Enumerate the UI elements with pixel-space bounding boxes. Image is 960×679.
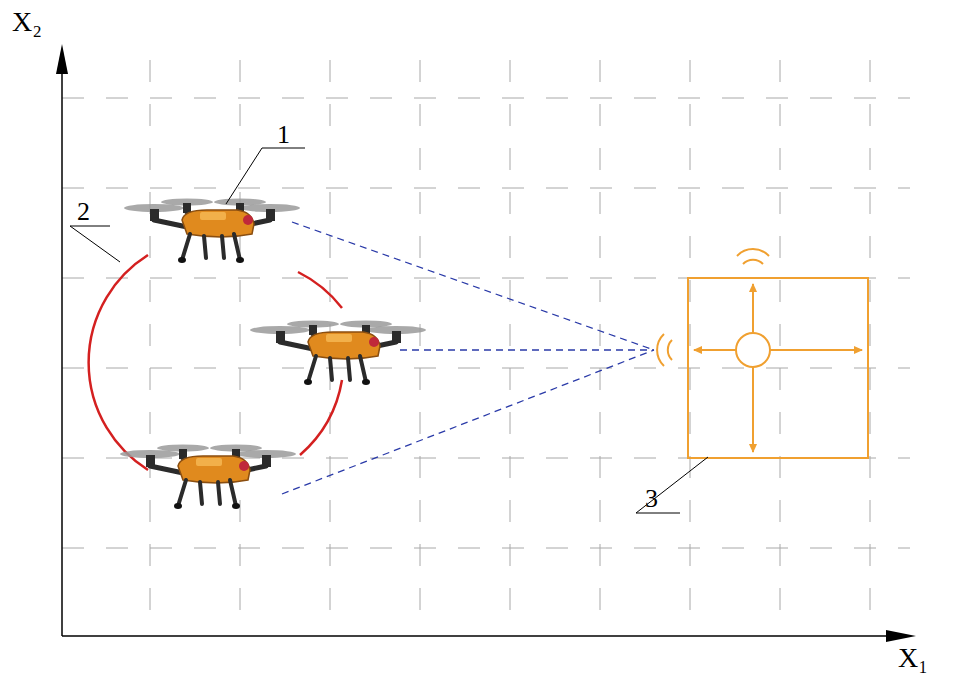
axis-label: X₁	[898, 644, 928, 672]
callout-number: 1	[277, 122, 290, 148]
leader-lines	[70, 148, 708, 513]
callout-number: 3	[645, 486, 658, 512]
axis-label: X₂	[12, 8, 42, 36]
grid	[62, 60, 910, 630]
trajectory	[89, 255, 342, 470]
callout-number: 2	[77, 199, 90, 225]
base-station	[657, 249, 868, 458]
